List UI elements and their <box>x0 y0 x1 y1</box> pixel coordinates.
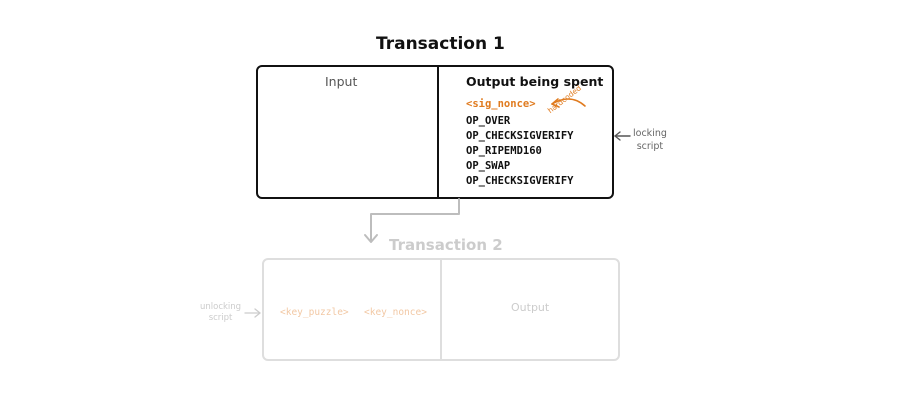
unlocking-script-arrow <box>244 308 261 318</box>
hardcoded-arrow <box>551 98 586 108</box>
key-puzzle-code: <key_puzzle> <box>280 307 349 318</box>
op-line-4: OP_SWAP <box>466 160 511 172</box>
transaction-2-title: Transaction 2 <box>389 236 503 254</box>
transaction-1-title: Transaction 1 <box>376 34 505 54</box>
tx-connector-arrow <box>364 198 460 243</box>
unlocking-label-line2: script <box>208 313 233 323</box>
transaction-1-box <box>256 65 614 199</box>
sig-nonce-code: <sig_nonce> <box>466 98 536 110</box>
input-label: Input <box>325 74 358 89</box>
unlocking-script-label: unlocking script <box>200 302 241 324</box>
key-nonce-code: <key_nonce> <box>364 307 427 318</box>
locking-script-arrow <box>614 131 631 141</box>
output-label: Output <box>511 301 550 314</box>
locking-label-line1: locking <box>633 128 667 139</box>
op-line-5: OP_CHECKSIGVERIFY <box>466 175 574 187</box>
locking-script-label: locking script <box>633 127 667 153</box>
output-being-spent-label: Output being spent <box>466 74 604 89</box>
op-line-2: OP_CHECKSIGVERIFY <box>466 130 574 142</box>
op-line-3: OP_RIPEMD160 <box>466 145 542 157</box>
unlocking-label-line1: unlocking <box>200 302 242 312</box>
transaction-2-divider <box>440 258 442 361</box>
op-line-1: OP_OVER <box>466 115 511 127</box>
transaction-1-divider <box>437 65 439 199</box>
locking-label-line2: script <box>636 141 664 152</box>
